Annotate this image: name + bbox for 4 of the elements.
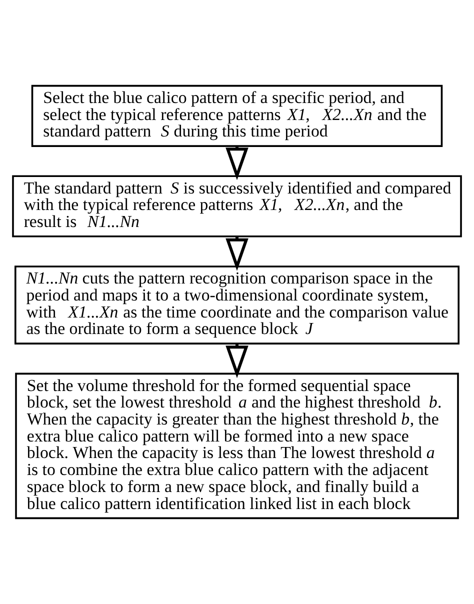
node-box: The standard pattern S is successively identified and compared with the typical reference patterns X1, X2...Xn, and the result is N1...Nn [12,175,462,238]
node-box: Select the blue calico pattern of a specific period, and select the typical reference patterns X1, X2...Xn and the standard pattern S during this time period [31,84,443,147]
node-box: N1...Nn cuts the pattern recognition comparison space in the period and maps it to a two-dimensional coordinate system, with X1...Xn as the time coordinate and the comparison value as the ordinate to form a sequence block J [14,266,460,344]
node-box: Set the volume threshold for the formed sequential space block, set the lowest threshold a and the highest threshold b. When the capacity is greater than the highest threshold b, the extra blue calico pattern will be formed into a new space block. When the capacity is less than The lowest threshold a is to combine the extra blue calico pattern with the adjacent space block to form a new space block, and finally build a blue calico pattern identification linked list in each block [15,372,459,520]
